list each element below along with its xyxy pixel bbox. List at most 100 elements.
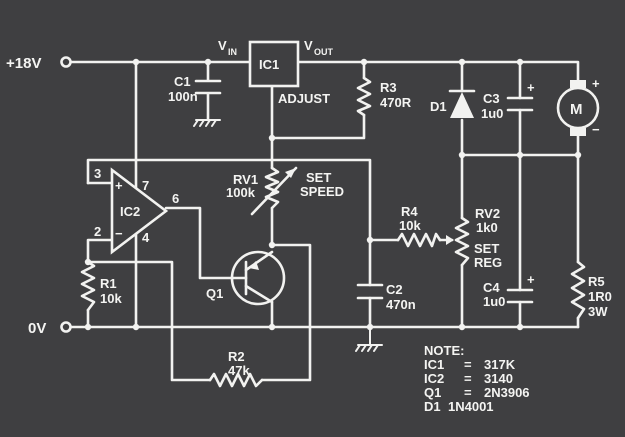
ic2-pin3-label: 3	[94, 166, 101, 181]
ic2-pin7-label: 7	[142, 178, 149, 193]
r3-ref: R3	[380, 80, 397, 95]
junction-dot	[360, 58, 368, 66]
ground-symbol-icon	[193, 119, 221, 127]
r5-resistor: R5 1R0 3W	[570, 260, 612, 320]
junction-dot	[516, 323, 524, 331]
r3-resistor: R3 470R	[356, 76, 412, 117]
rv2-function-line2: REG	[474, 255, 502, 270]
pnp-arrow-icon	[249, 261, 259, 270]
variable-arrow-head-icon	[285, 168, 296, 178]
r2-ref: R2	[228, 349, 245, 364]
ic2-pin2-wire	[86, 238, 114, 264]
supply-terminal: +18V	[6, 55, 72, 72]
r5-rating: 3W	[588, 304, 608, 319]
note-eq: =	[464, 371, 472, 386]
junction-dot	[516, 58, 524, 66]
c4-value: 1u0	[483, 294, 505, 309]
rv1-ref: RV1	[233, 172, 258, 187]
c1-capacitor: C1 100n	[168, 74, 222, 127]
junction-dot	[132, 58, 140, 66]
note-part: 1N4001	[448, 399, 494, 414]
rv2-value: 1k0	[476, 220, 498, 235]
ic1-body	[248, 40, 300, 88]
r4-resistor: R4 10k	[396, 204, 442, 248]
ic2-pin6-label: 6	[172, 191, 179, 206]
ic2-output-wire	[164, 206, 234, 280]
junction-dot	[268, 241, 276, 249]
wiper-arrow-icon	[446, 235, 454, 245]
ic1-vout-label: V	[304, 38, 313, 53]
note-ref: IC1	[424, 357, 444, 372]
ic1-adjust-label: ADJUST	[278, 91, 330, 106]
note-part: 3140	[484, 371, 513, 386]
ic2-opamp: IC2 + − 3 7 6 2 4	[94, 166, 179, 255]
c2-value: 470n	[386, 297, 416, 312]
note-ref: IC2	[424, 371, 444, 386]
note-line: IC1 = 317K	[424, 357, 516, 372]
r2-right-wire	[260, 243, 312, 382]
c2-ref: C2	[386, 282, 403, 297]
c1-ref: C1	[174, 74, 191, 89]
r2-resistor: R2 47k	[208, 349, 264, 388]
resistor-zigzag	[454, 216, 470, 267]
motor-plus: +	[592, 76, 600, 91]
note-part: 317K	[484, 357, 516, 372]
ic1-vin-subscript: IN	[228, 47, 237, 57]
junction-dot	[268, 323, 276, 331]
supply-label: +18V	[6, 55, 41, 72]
note-line: IC2 = 3140	[424, 371, 513, 386]
c4-capacitor: + C4 1u0	[483, 272, 535, 309]
junction-dot	[366, 236, 374, 244]
ic2-label: IC2	[120, 204, 140, 219]
r4-ref: R4	[401, 204, 418, 219]
note-title: NOTE:	[424, 343, 464, 358]
r2-value: 47k	[228, 363, 250, 378]
ic2-minus-label: −	[115, 226, 123, 241]
junction-dot	[458, 151, 466, 159]
diode-triangle-icon	[450, 92, 474, 118]
resistor-zigzag	[356, 76, 372, 117]
r3-value: 470R	[380, 95, 412, 110]
resistor-zigzag	[208, 372, 264, 388]
ic1-vout-subscript: OUT	[314, 47, 334, 57]
transistor-collector-lead	[244, 284, 274, 304]
rv2-potentiometer: RV2 1k0 SET REG	[446, 206, 502, 270]
ground-label: 0V	[28, 320, 46, 337]
motor: M + −	[556, 76, 600, 137]
c1-value: 100n	[168, 89, 198, 104]
c3-capacitor: + C3 1u0	[481, 80, 535, 121]
c3-polarity: +	[527, 80, 535, 95]
opamp-triangle	[110, 167, 169, 255]
c4-ref: C4	[483, 280, 500, 295]
motor-symbol: M	[570, 101, 583, 118]
junction-dot	[458, 58, 466, 66]
junction-dot	[268, 134, 276, 142]
rv1-potentiometer: RV1 100k SET SPEED	[226, 166, 344, 216]
d1-ref: D1	[430, 99, 447, 114]
rv1-value: 100k	[226, 185, 256, 200]
resistor-zigzag	[396, 232, 442, 248]
wires	[68, 60, 580, 382]
r1-ref: R1	[100, 276, 117, 291]
note-ref: Q1	[424, 385, 441, 400]
adjust-node-wire	[270, 84, 366, 140]
output-rail-wire	[296, 60, 580, 82]
ground-symbol-icon	[355, 326, 383, 352]
ic2-plus-label: +	[115, 178, 123, 193]
q1-ref: Q1	[206, 286, 223, 301]
note-part: 2N3906	[484, 385, 530, 400]
ground-terminal: 0V	[28, 320, 72, 337]
r5-ref: R5	[588, 274, 605, 289]
junction-dot	[574, 151, 582, 159]
note-eq: =	[464, 385, 472, 400]
junction-dot	[84, 323, 92, 331]
note-ref: D1	[424, 399, 441, 414]
resistor-zigzag	[570, 260, 586, 320]
rv2-ref: RV2	[475, 206, 500, 221]
r4-value: 10k	[399, 218, 421, 233]
resistor-zigzag	[264, 166, 280, 210]
r5-value: 1R0	[588, 289, 612, 304]
note-line: Q1 = 2N3906	[424, 385, 530, 400]
terminal-circle	[60, 321, 72, 333]
motor-minus: −	[592, 122, 600, 137]
